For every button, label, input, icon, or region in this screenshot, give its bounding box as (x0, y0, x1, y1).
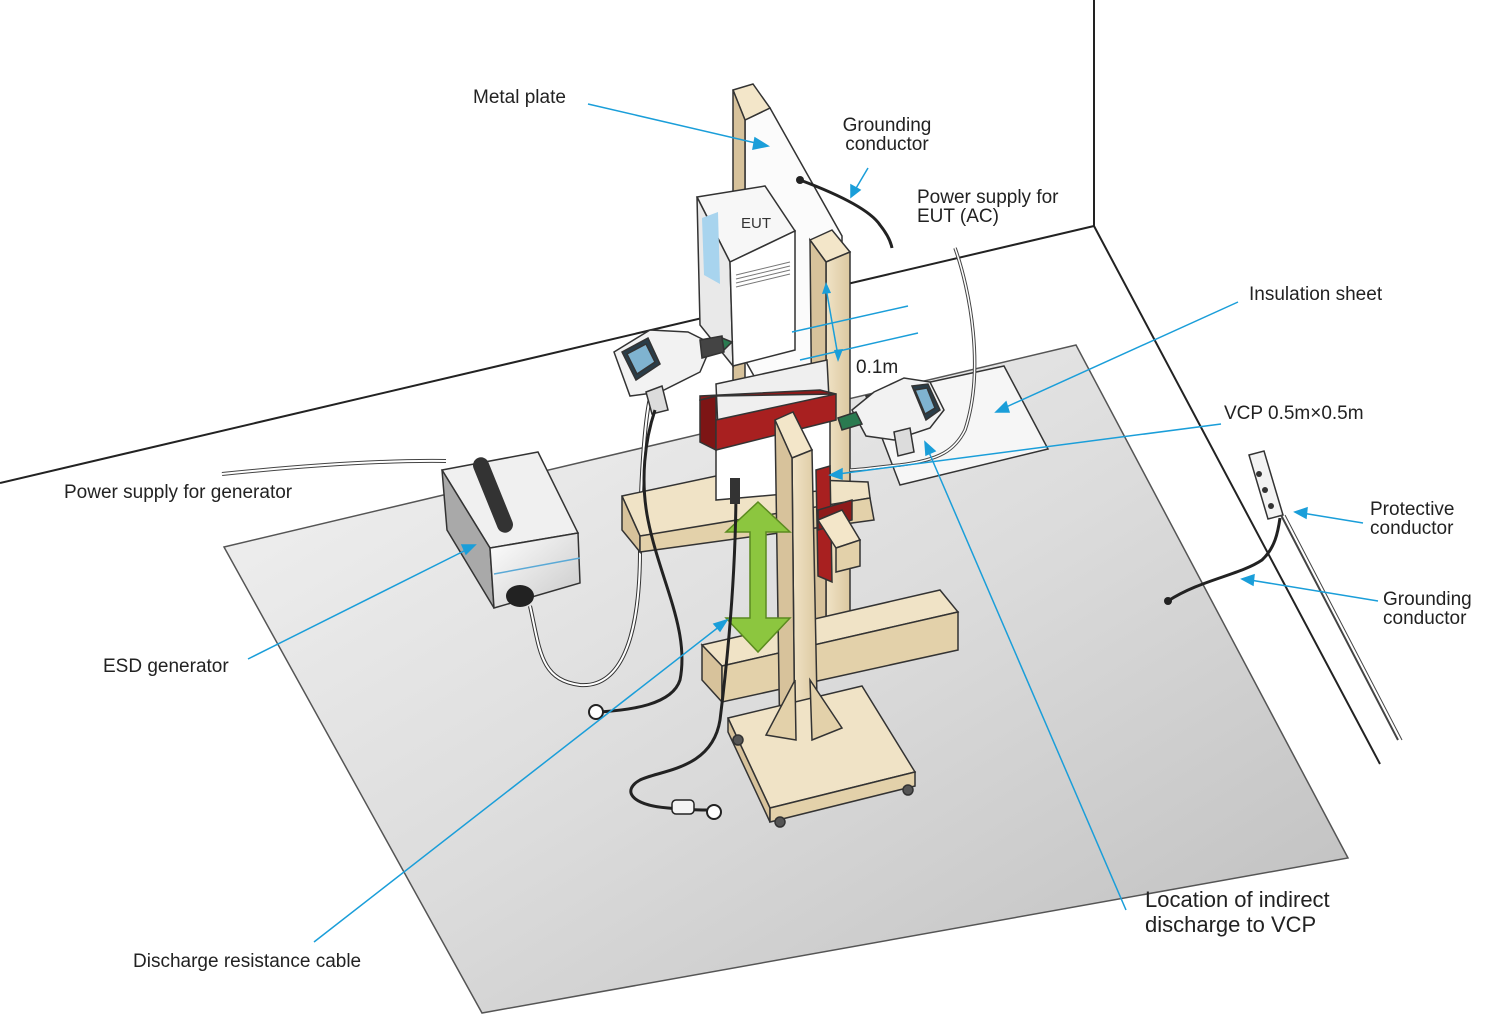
label-power-supply-eut: Power supply for EUT (AC) (917, 187, 1059, 227)
esd-gun-right (837, 377, 945, 457)
discharge-resistance-cable-shape (629, 484, 738, 812)
esd-generator-unit (440, 451, 581, 609)
wall-outlet (1248, 450, 1403, 741)
label-indirect-discharge-location: Location of indirect discharge to VCP (1145, 887, 1330, 937)
label-grounding-conductor-right: Grounding conductor (1383, 589, 1472, 629)
label-esd-generator: ESD generator (103, 656, 229, 677)
top-grounding-cable (799, 178, 894, 249)
label-discharge-resistance-cable: Discharge resistance cable (133, 951, 362, 972)
distance-label: 0.1m (856, 357, 898, 378)
label-power-supply-generator: Power supply for generator (64, 482, 293, 503)
eut-label: EUT (741, 215, 771, 232)
wooden-post-front (774, 411, 862, 764)
height-adjust-arrow (724, 500, 792, 654)
stand-base (726, 677, 917, 828)
esd-gun-left (613, 329, 734, 415)
label-grounding-conductor-top: Grounding conductor (842, 115, 932, 155)
leader-lines (247, 103, 1379, 943)
distance-marker (791, 282, 919, 362)
room-walls (0, 0, 1381, 765)
eut-box: EUT (695, 185, 797, 369)
label-protective-conductor: Protective conductor (1370, 499, 1455, 539)
label-metal-plate: Metal plate (473, 87, 566, 108)
label-insulation-sheet: Insulation sheet (1249, 284, 1383, 305)
label-vcp: VCP 0.5m×0.5m (1224, 403, 1364, 424)
floor-grounding-cable (1167, 517, 1282, 603)
